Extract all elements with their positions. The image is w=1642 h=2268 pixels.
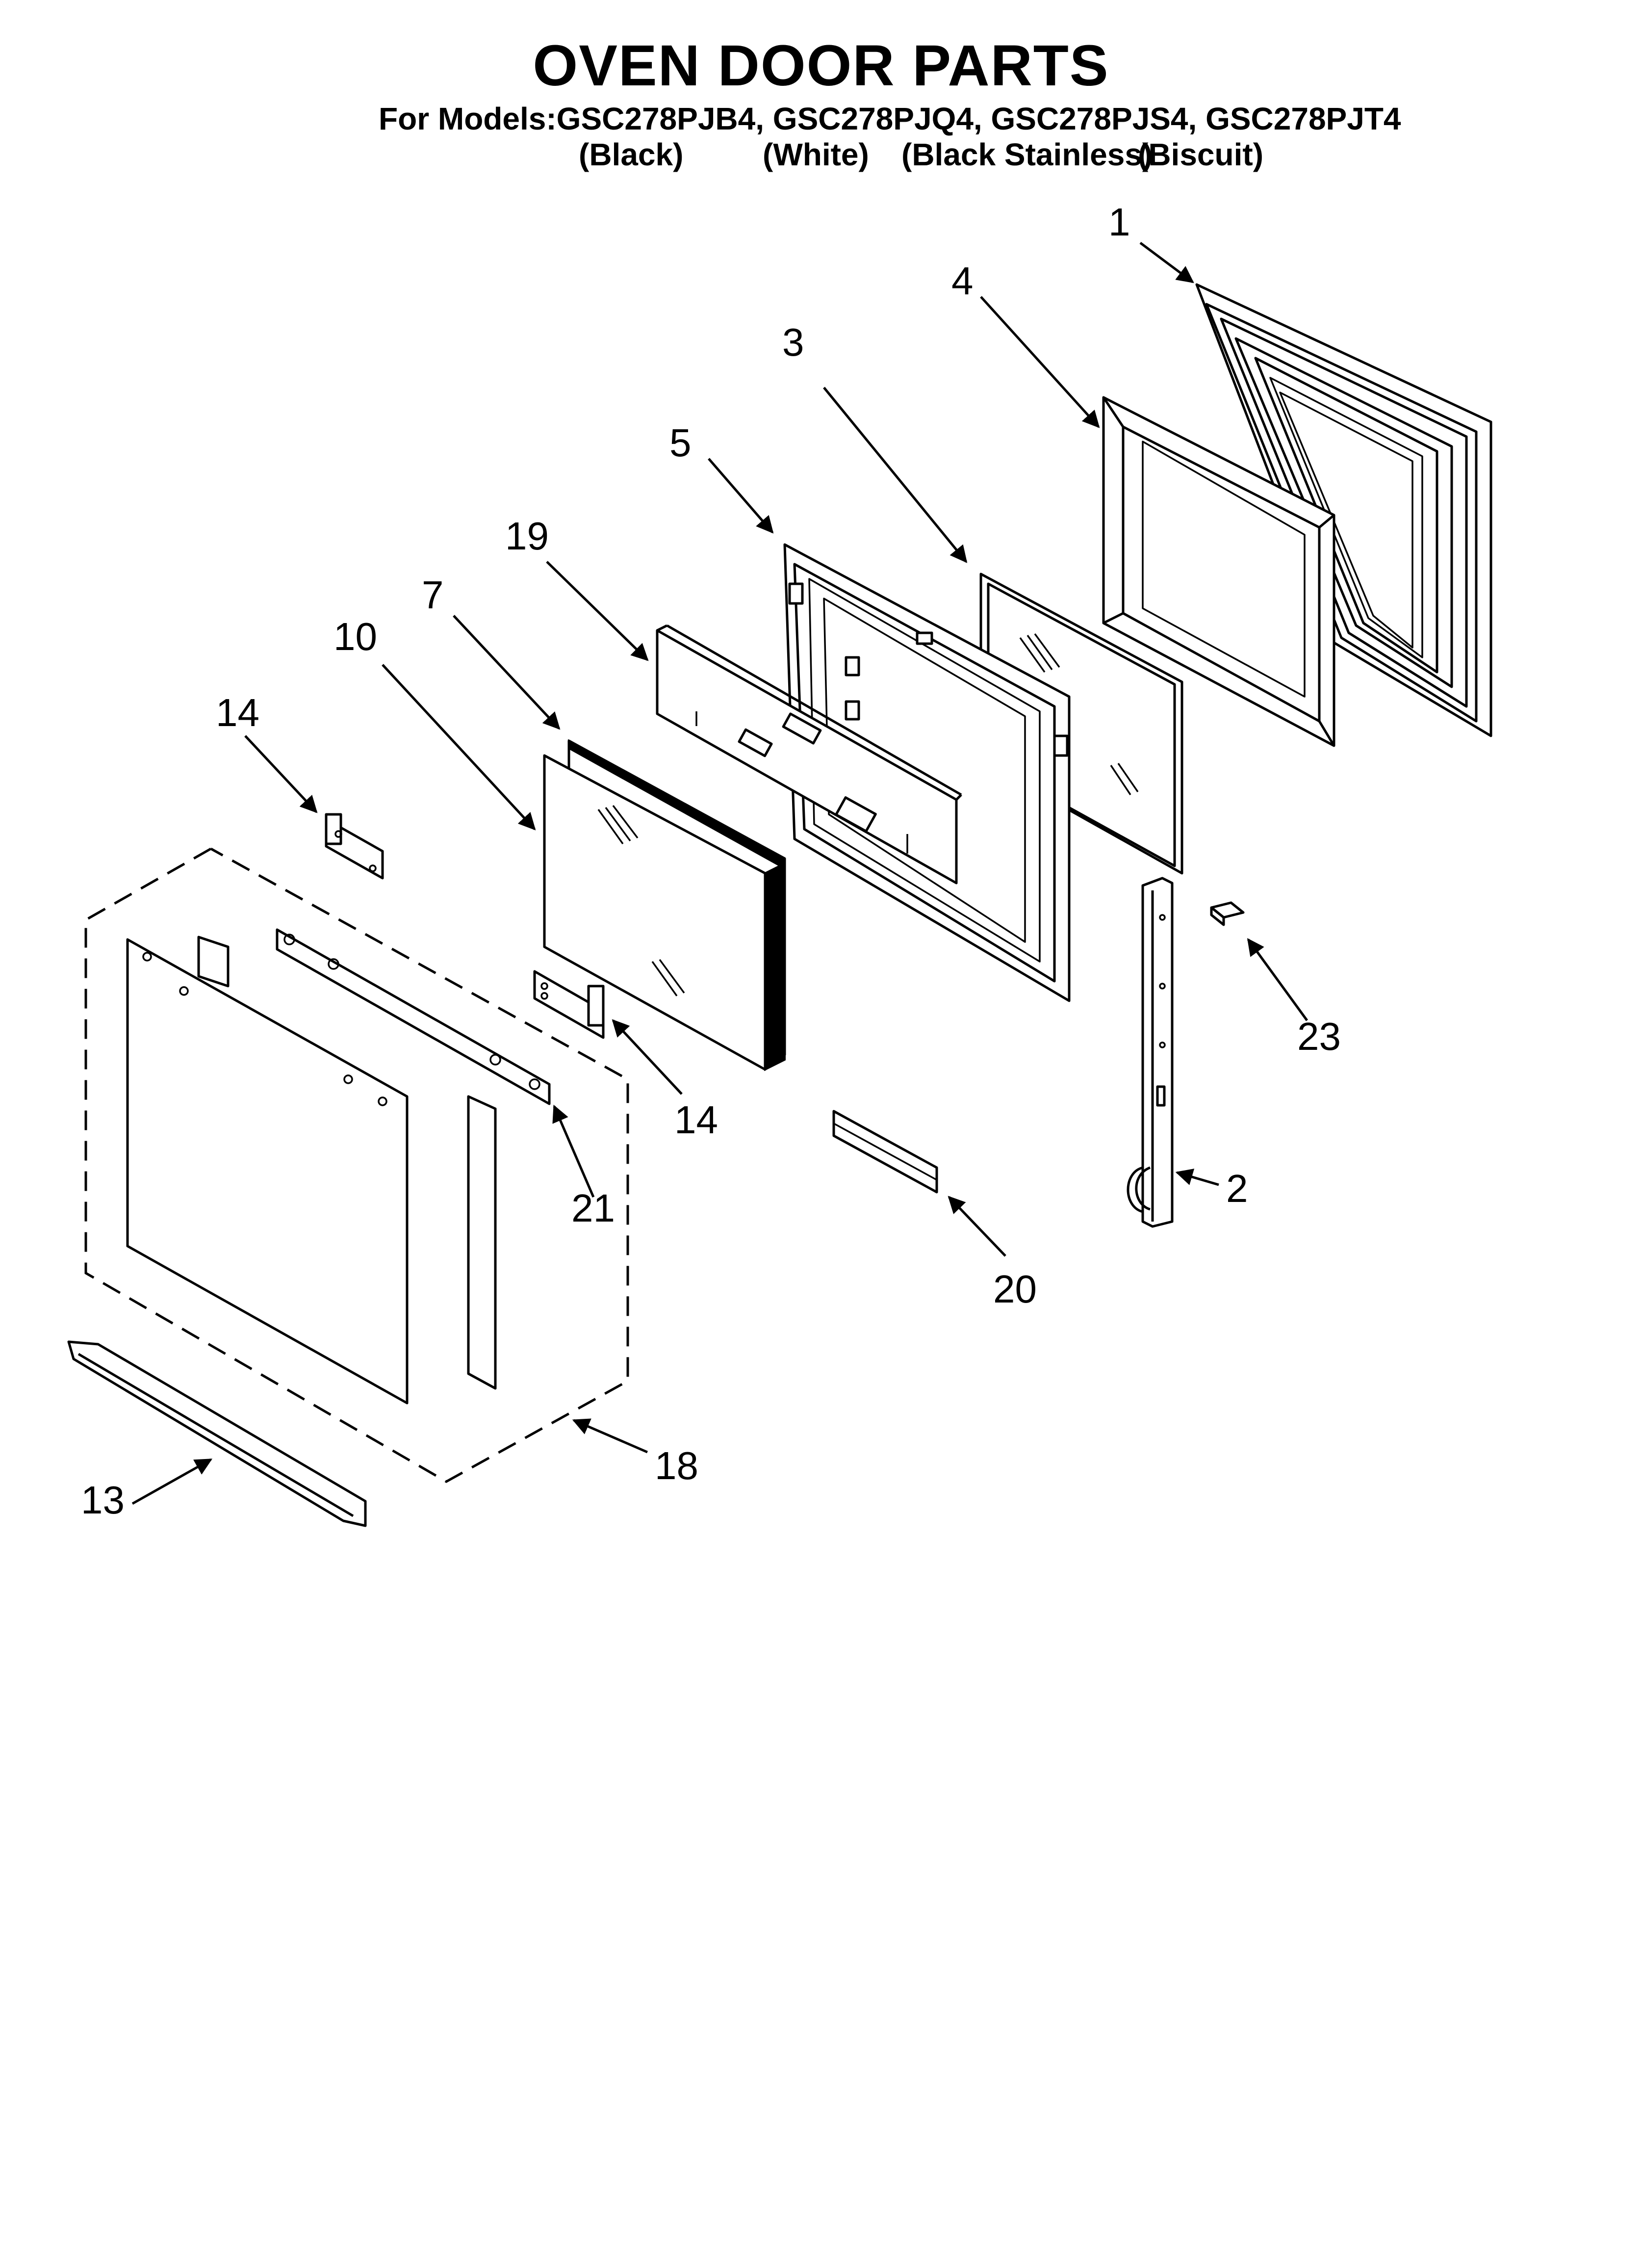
- part-13-handle: [67, 1340, 367, 1527]
- callout-14-upper: 14: [216, 691, 259, 734]
- part-5-inner-panel: [783, 543, 1071, 1002]
- callout-2: 2: [1226, 1167, 1248, 1210]
- part-23-clip: [1210, 901, 1245, 926]
- callout-21: 21: [571, 1186, 615, 1230]
- part-20-rail: [832, 1110, 938, 1194]
- part-21-strip: [276, 928, 551, 1105]
- part-19-deflector: [656, 624, 962, 885]
- callout-18: 18: [655, 1444, 698, 1487]
- callout-10: 10: [334, 615, 377, 658]
- variant-biscuit: (Biscuit): [1138, 137, 1263, 172]
- callout-19: 19: [505, 514, 549, 558]
- part-18-outer-door-assembly: [84, 847, 629, 1483]
- side-trim-strip: [467, 1095, 497, 1390]
- part-14-hinge-bracket-lower: [533, 970, 605, 1039]
- page-title: OVEN DOOR PARTS: [533, 33, 1109, 98]
- callout-5: 5: [669, 421, 692, 465]
- callout-20: 20: [993, 1267, 1037, 1311]
- callout-23: 23: [1297, 1015, 1341, 1058]
- callout-13: 13: [81, 1478, 125, 1522]
- callout-7: 7: [422, 573, 444, 617]
- variant-white: (White): [763, 137, 869, 172]
- models-line: For Models:GSC278PJB4, GSC278PJQ4, GSC27…: [379, 101, 1401, 136]
- callout-4: 4: [951, 259, 974, 303]
- callout-1: 1: [1108, 200, 1130, 244]
- variant-black: (Black): [579, 137, 684, 172]
- callout-14-lower: 14: [674, 1098, 718, 1142]
- callout-3: 3: [782, 320, 804, 364]
- part-4-frame: [1102, 396, 1335, 747]
- part-10-outer-glass: [543, 754, 786, 1071]
- part-2-hinge: [1127, 877, 1174, 1228]
- variant-black-stainless: (Black Stainless): [901, 137, 1153, 172]
- outer-door-panel: [126, 936, 409, 1405]
- leader-arrows: [131, 241, 1308, 1505]
- part-14-hinge-bracket-upper: [325, 813, 384, 880]
